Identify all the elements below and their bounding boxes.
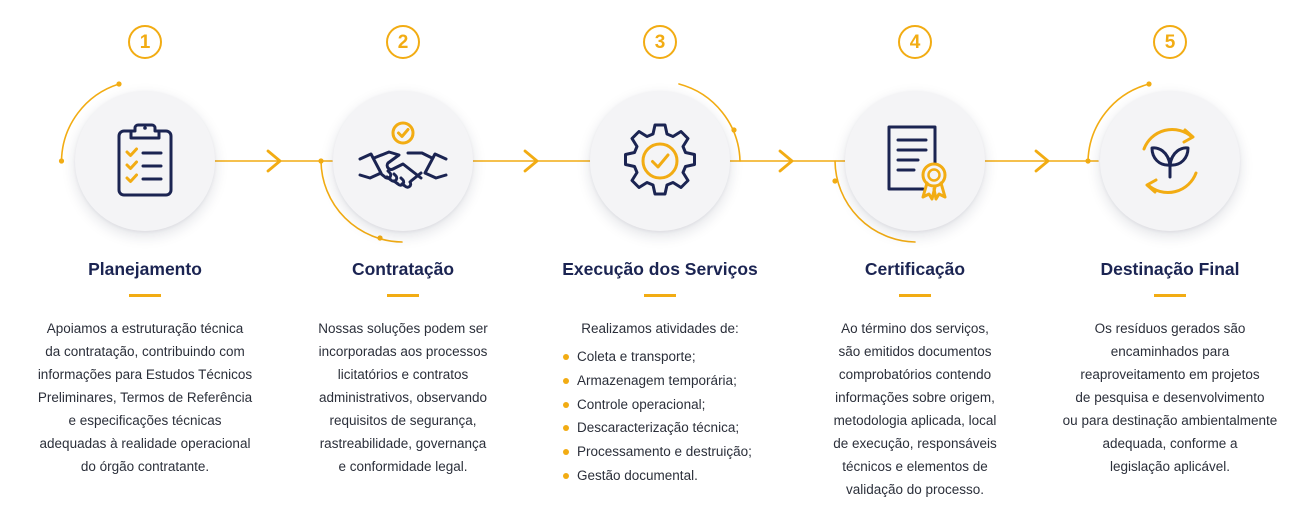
description-line: requisitos de segurança,	[329, 413, 477, 428]
step-icon-circle	[590, 91, 730, 231]
description-line: de pesquisa e desenvolvimento	[1075, 390, 1265, 405]
description-line: Preliminares, Termos de Referência	[37, 390, 253, 405]
step-number-badge: 2	[386, 25, 420, 59]
list-item: Processamento e destruição;	[563, 440, 752, 464]
step-title: Contratação	[351, 259, 455, 279]
description-line: informações sobre origem,	[835, 390, 995, 405]
description-line: metodologia aplicada, local	[833, 413, 997, 428]
list-item: Armazenagem temporária;	[563, 369, 752, 393]
step-number-badge: 4	[898, 25, 932, 59]
step-description: Os resíduos gerados são encaminhados par…	[1041, 317, 1299, 478]
description-line: Apoiamos a estruturação técnica	[46, 321, 244, 336]
orbit-arc-1	[60, 83, 120, 162]
recycle-leaf-icon	[1142, 127, 1198, 195]
description-line: licitatórios e contratos	[337, 367, 469, 382]
description-line: adequadas à realidade operacional	[39, 436, 251, 451]
title-underline	[644, 294, 676, 297]
orbit-dot-5a	[1085, 158, 1091, 164]
step-icon-circle	[333, 91, 473, 231]
step-number-badge: 3	[643, 25, 677, 59]
step-title: Certificação	[864, 259, 966, 279]
list-item: Descaracterização técnica;	[563, 416, 752, 440]
step-number-badge: 1	[128, 25, 162, 59]
handshake-icon	[358, 121, 448, 189]
title-underline	[899, 294, 931, 297]
orbit-arc-5	[1087, 83, 1150, 162]
description-line: Nossas soluções podem ser	[318, 321, 488, 336]
description-line: da contratação, contribuindo com	[45, 344, 245, 359]
description-line: Os resíduos gerados são	[1094, 321, 1246, 336]
orbit-arc-4	[834, 160, 916, 243]
description-line: incorporadas aos processos	[318, 344, 488, 359]
step-number-badge: 5	[1153, 25, 1187, 59]
step-title: Planejamento	[88, 259, 202, 279]
description-line: Ao término dos serviços,	[841, 321, 989, 336]
arrow-chevron-1	[266, 149, 282, 173]
orbit-dot-3a	[731, 127, 737, 133]
gear-check-icon	[624, 123, 696, 196]
arrow-chevron-2	[523, 149, 539, 173]
orbit-dot-1a	[58, 158, 65, 164]
list-item: Gestão documental.	[563, 464, 752, 488]
step-description: Ao término dos serviços, são emitidos do…	[786, 317, 1044, 501]
orbit-arc-3	[678, 83, 741, 162]
description-line: ou para destinação ambientalmente	[1062, 413, 1278, 428]
activity-list: Coleta e transporte; Armazenagem temporá…	[563, 345, 752, 488]
orbit-dot-2b	[377, 235, 383, 241]
orbit-dot-5b	[1146, 81, 1152, 87]
certificate-icon	[887, 125, 947, 201]
step-destinacao-final: 5 Destinação Final Os resíduos gerados s…	[1041, 0, 1299, 513]
orbit-dot-4a	[832, 178, 838, 184]
step-execucao-dos-servicos: 3 Execução dos Serviços Realizamos ativi…	[531, 0, 789, 513]
description-line: validação do processo.	[845, 482, 985, 497]
list-item: Controle operacional;	[563, 393, 752, 417]
step-certificacao: 4 Certificação Ao término dos serviços, …	[786, 0, 1044, 513]
description-line: encaminhados para	[1110, 344, 1230, 359]
description-line: são emitidos documentos	[838, 344, 992, 359]
orbit-dot-2a	[318, 158, 324, 164]
arrow-chevron-4	[1034, 149, 1050, 173]
description-line: legislação aplicável.	[1109, 459, 1231, 474]
orbit-arc-2	[320, 160, 403, 243]
list-item: Coleta e transporte;	[563, 345, 752, 369]
title-underline	[1154, 294, 1186, 297]
description-line: de execução, responsáveis	[833, 436, 997, 451]
orbit-dot-1b	[116, 81, 122, 87]
step-description: Apoiamos a estruturação técnica da contr…	[16, 317, 274, 478]
clipboard-checklist-icon	[117, 123, 173, 197]
description-line: do órgão contratante.	[80, 459, 210, 474]
title-underline	[387, 294, 419, 297]
description-line: adequada, conforme a	[1102, 436, 1238, 451]
description-line: rastreabilidade, governança	[319, 436, 487, 451]
description-line: informações para Estudos Técnicos	[37, 367, 253, 382]
step-icon-circle	[1100, 91, 1240, 231]
step-icon-circle	[845, 91, 985, 231]
step-planejamento: 1 Planejamento Apoiamos a estruturação t…	[16, 0, 274, 513]
step-description: Nossas soluções podem ser incorporadas a…	[274, 317, 532, 478]
step-icon-circle	[75, 91, 215, 231]
arrow-chevron-3	[778, 149, 794, 173]
description-line: técnicos e elementos de	[842, 459, 988, 474]
title-underline	[129, 294, 161, 297]
description-line: reaproveitamento em projetos	[1080, 367, 1260, 382]
description-line: e conformidade legal.	[338, 459, 468, 474]
activities-intro: Realizamos atividades de:	[581, 321, 739, 336]
description-line: administrativos, observando	[318, 390, 488, 405]
step-contratacao: 2 Contratação Nossas soluções podem ser …	[274, 0, 532, 513]
description-line: comprobatórios contendo	[838, 367, 992, 382]
step-title: Destinação Final	[1100, 259, 1240, 279]
description-line: e especificações técnicas	[68, 413, 222, 428]
step-title: Execução dos Serviços	[562, 259, 758, 279]
